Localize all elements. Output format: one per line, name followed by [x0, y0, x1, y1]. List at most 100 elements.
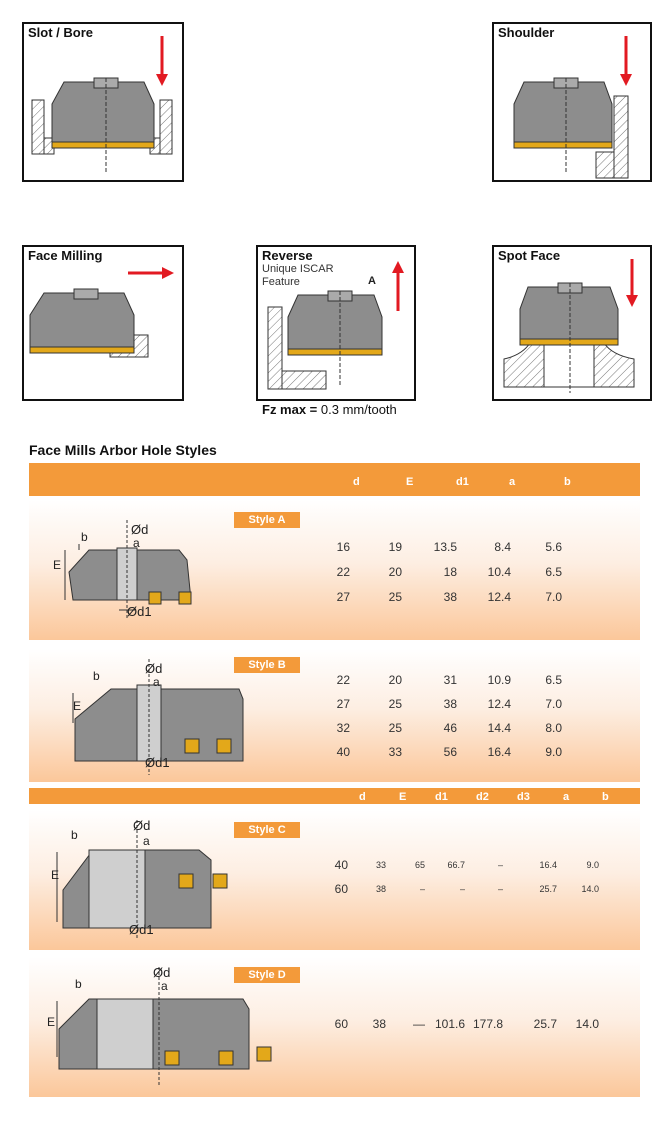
style-tag: Style A [234, 512, 300, 528]
table-cell: 38 [443, 590, 457, 604]
table-cell: 60 [334, 1017, 348, 1031]
table-cell: 7.0 [545, 697, 562, 711]
style-c-panel: Style C Ød a b E Ød1 [29, 810, 640, 950]
table-cell: 101.6 [434, 1017, 465, 1031]
table-cell: 25 [388, 721, 402, 735]
table-cell: 22 [336, 673, 350, 687]
col-header: d [359, 791, 366, 803]
table-cell: 16.4 [487, 745, 511, 759]
slot-bore-illustration [31, 36, 173, 174]
table-cell: 40 [334, 858, 348, 872]
col-header: E [406, 476, 414, 488]
feed-value: 0.3 mm/tooth [320, 402, 397, 417]
label-od: Ød [145, 661, 163, 676]
col-header: d2 [476, 791, 489, 803]
style-d-diagram [56, 967, 272, 1085]
table-cell: 27 [336, 697, 350, 711]
style-tag: Style B [234, 657, 300, 673]
table-cell: 32 [336, 721, 350, 735]
table-cell: 40 [336, 745, 350, 759]
table-cell: – [497, 860, 503, 870]
label-b: b [75, 977, 82, 991]
col-header: d1 [456, 476, 469, 488]
table-cell: 18 [443, 565, 457, 579]
table-cell: 177.8 [472, 1017, 503, 1031]
label-e: E [47, 1015, 56, 1029]
table-cell: 9.0 [545, 745, 562, 759]
table-cell: — [413, 1017, 425, 1031]
table-cell: 25 [388, 590, 402, 604]
table-cell: 25.7 [539, 884, 557, 894]
table-cell: – [419, 884, 425, 894]
table-cell: 33 [375, 860, 386, 870]
op-sub-line2: Feature [262, 276, 300, 288]
op-shoulder: Shoulder [492, 22, 652, 182]
feed-note: Fz max = 0.3 mm/tooth [262, 402, 397, 417]
table-cell: 10.4 [487, 565, 511, 579]
table-cell: 33 [388, 745, 402, 759]
table-header-ab: d E d1 a b [29, 463, 640, 496]
table-cell: 66.7 [447, 860, 465, 870]
style-a-panel: Style A Ød a b E Ød1 [29, 500, 640, 640]
col-header: b [602, 791, 609, 803]
op-reverse: Reverse Unique ISCAR Feature A [256, 245, 416, 401]
style-b-panel: Style B Ød a b E Ød1 [29, 649, 640, 782]
label-e: E [73, 699, 82, 713]
table-cell: 56 [443, 745, 457, 759]
label-e: E [53, 558, 62, 572]
shoulder-illustration [513, 36, 632, 179]
label-od: Ød [133, 818, 151, 833]
table-cell: 8.0 [545, 721, 562, 735]
label-a: a [161, 979, 168, 993]
reverse-illustration [267, 261, 404, 390]
table-cell: 38 [372, 1017, 386, 1031]
style-d-panel: Style D Ød a b E [29, 957, 640, 1097]
spot-face-illustration [503, 259, 638, 393]
label-a: a [133, 536, 140, 550]
col-header: d3 [517, 791, 530, 803]
table-cell: 10.9 [487, 673, 511, 687]
col-header: b [564, 476, 571, 488]
col-header: E [399, 791, 407, 803]
section-title: Face Mills Arbor Hole Styles [29, 442, 217, 458]
table-cell: 9.0 [586, 860, 599, 870]
op-label: Shoulder [498, 25, 555, 40]
table-cell: 6.5 [545, 673, 562, 687]
table-cell: 20 [388, 565, 402, 579]
table-cell: 12.4 [487, 697, 511, 711]
op-label: Reverse [262, 248, 313, 263]
label-b: b [81, 530, 88, 544]
op-face-milling: Face Milling [22, 245, 184, 401]
style-c-diagram [56, 820, 228, 940]
style-b-diagram [72, 659, 244, 775]
table-cell: 20 [388, 673, 402, 687]
table-cell: 25 [388, 697, 402, 711]
op-label: Slot / Bore [28, 25, 94, 40]
table-cell: 8.4 [494, 540, 511, 554]
label-od1: Ød1 [127, 604, 152, 619]
label-od: Ød [153, 965, 171, 980]
label-b: b [93, 669, 100, 683]
table-cell: 16 [336, 540, 350, 554]
label-a: a [143, 834, 150, 848]
label-od1: Ød1 [129, 922, 154, 937]
op-label: Face Milling [28, 248, 103, 263]
style-tag: Style C [234, 822, 300, 838]
style-tag: Style D [234, 967, 300, 983]
table-cell: 14.4 [487, 721, 511, 735]
table-cell: 46 [443, 721, 457, 735]
table-cell: 65 [414, 860, 425, 870]
feed-label: Fz max = [262, 402, 318, 417]
table-cell: 7.0 [545, 590, 562, 604]
table-cell: 16.4 [539, 860, 557, 870]
label-e: E [51, 868, 60, 882]
col-header: a [563, 791, 570, 803]
table-cell: 6.5 [545, 565, 562, 579]
col-header: d [353, 476, 360, 488]
col-header: a [509, 476, 516, 488]
table-cell: 19 [388, 540, 402, 554]
label-od: Ød [131, 522, 149, 537]
label-a: a [153, 675, 160, 689]
op-mark: A [368, 275, 376, 287]
table-cell: – [459, 884, 465, 894]
